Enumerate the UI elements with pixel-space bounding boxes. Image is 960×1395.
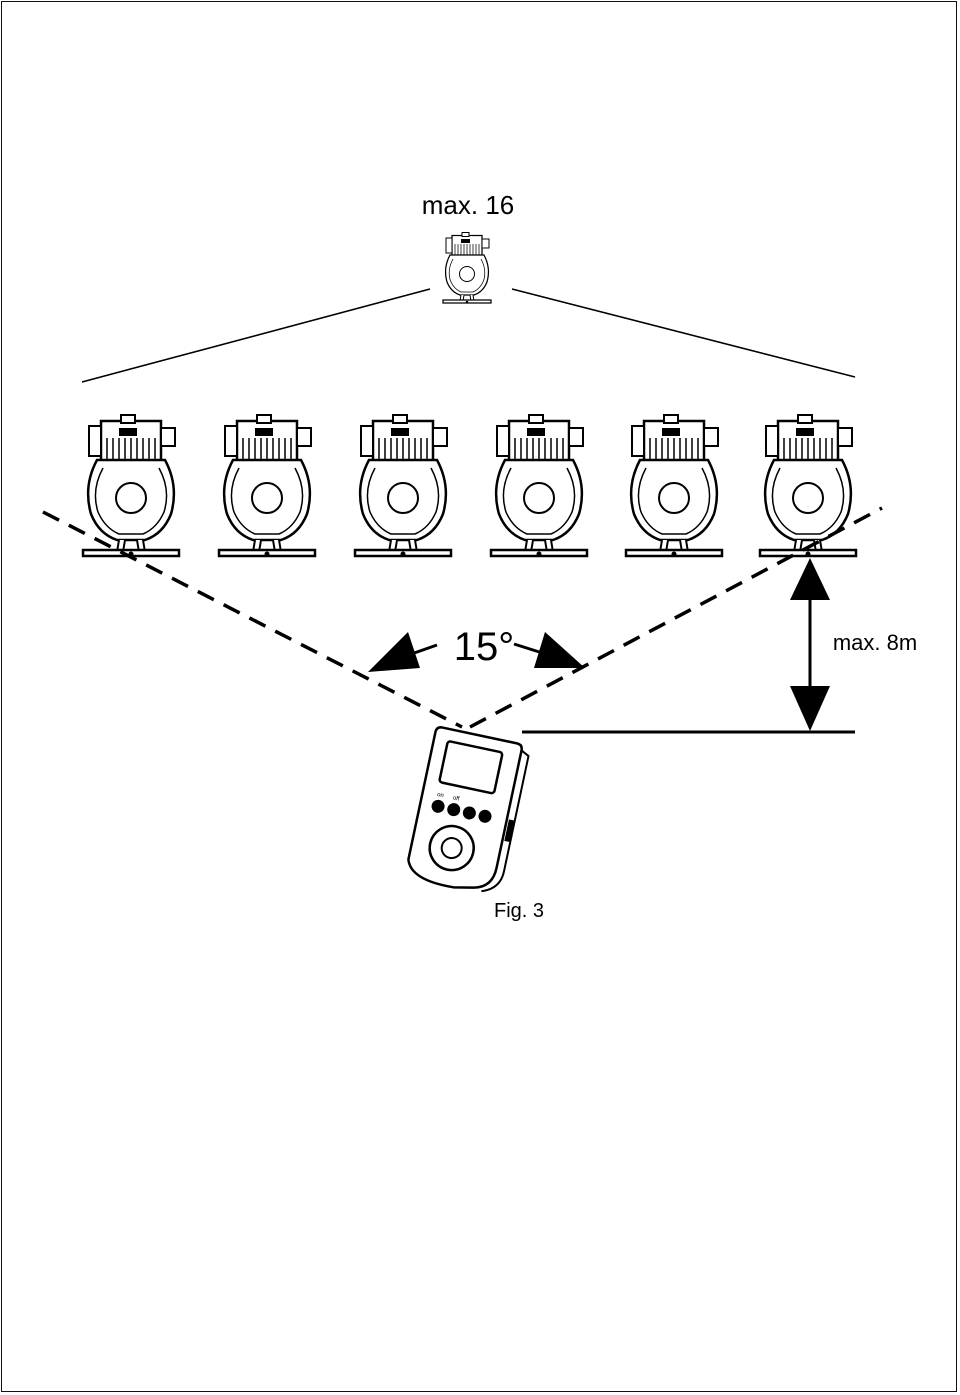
group-line-right — [511, 288, 856, 378]
pump-row — [81, 413, 858, 558]
remote-button-3 — [462, 806, 476, 820]
signal-cone-left — [42, 510, 463, 729]
group-line-left — [81, 288, 431, 383]
signal-cone-right — [469, 506, 883, 729]
pump-icon — [758, 413, 858, 558]
angle-arrow-left-head — [368, 632, 420, 672]
figure-caption: Fig. 3 — [494, 900, 544, 922]
distance-arrow-top-head — [790, 558, 830, 600]
remote-control: on off — [407, 726, 530, 893]
remote-off-button — [447, 803, 461, 817]
max-distance-label: max. 8m — [833, 630, 917, 655]
pump-icon-top — [442, 231, 492, 304]
remote-display — [438, 740, 504, 795]
angle-arrow-right-head — [534, 632, 585, 668]
max-count-label: max. 16 — [422, 190, 515, 220]
pump-icon — [217, 413, 317, 558]
angle-label: 15° — [454, 625, 515, 669]
pump-icon — [81, 413, 181, 558]
pump-icon — [489, 413, 589, 558]
pump-icon — [353, 413, 453, 558]
remote-on-button — [431, 799, 445, 813]
pump-icon — [624, 413, 724, 558]
remote-button-label-on: on — [436, 792, 444, 799]
remote-button-4 — [478, 809, 492, 823]
remote-dial-center — [440, 837, 463, 860]
distance-arrow-bottom-head — [790, 686, 830, 731]
remote-button-label-off: off — [452, 795, 460, 802]
